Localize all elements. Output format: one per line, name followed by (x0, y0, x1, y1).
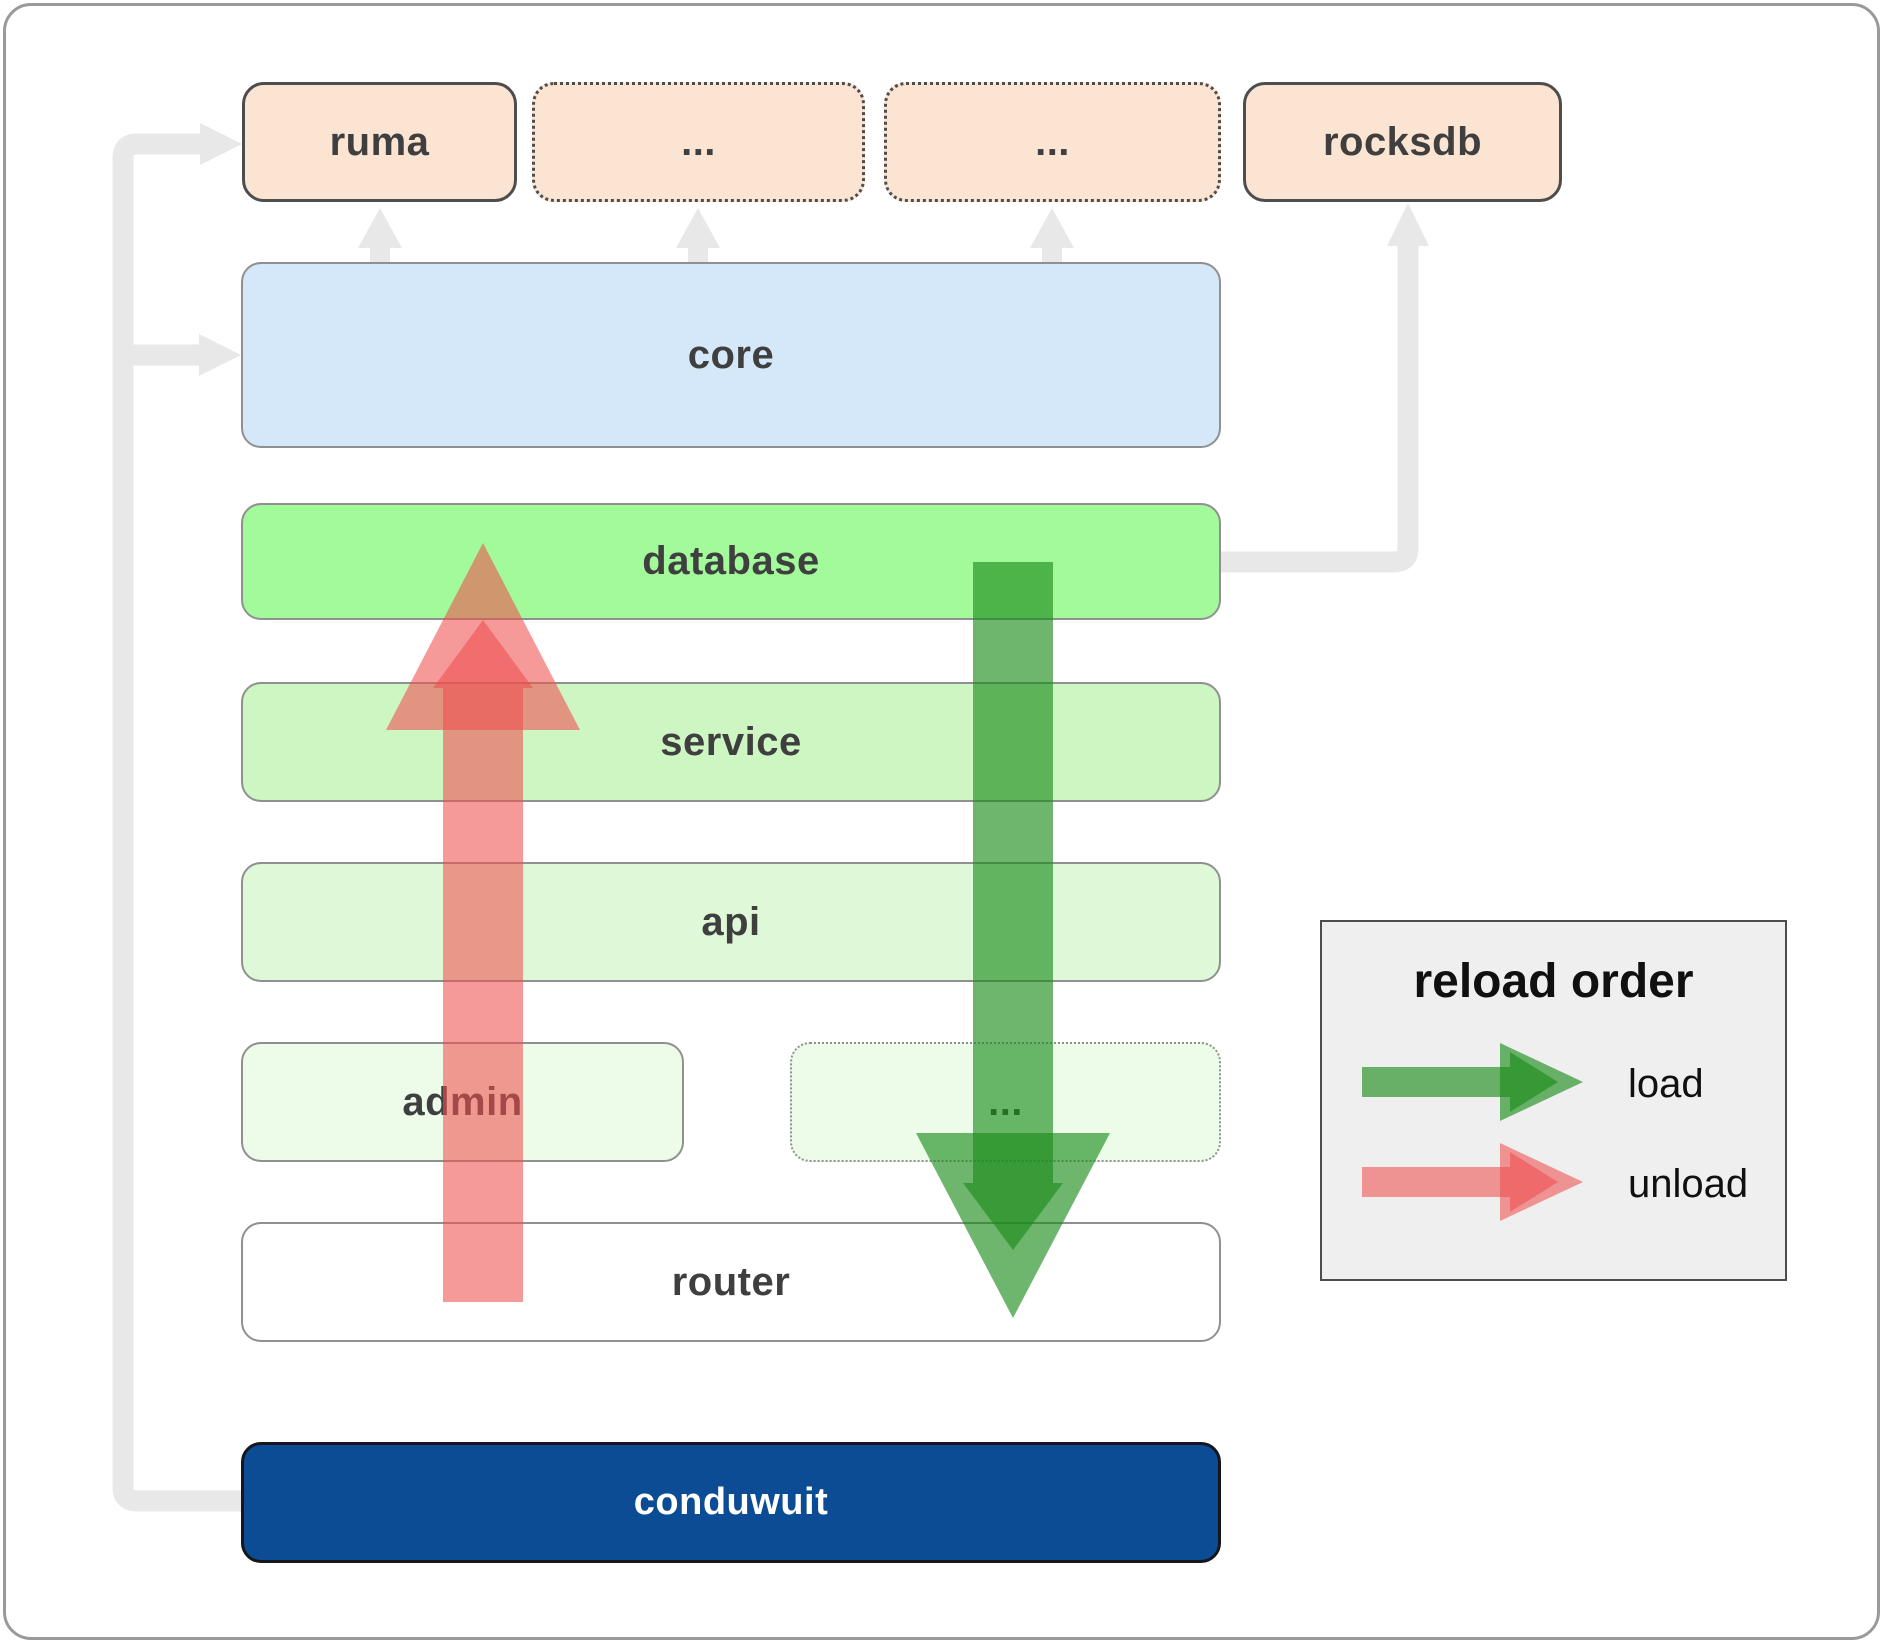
node-rocksdb: rocksdb (1243, 82, 1562, 202)
arrowhead-into-ruma-icon (200, 123, 242, 165)
node-router-label: router (671, 1259, 791, 1304)
node-ruma-label: ruma (329, 119, 430, 164)
node-admin-label: admin (402, 1079, 523, 1124)
arrow-core-to-dots-1-icon (676, 208, 720, 262)
node-ellipsis-top-1-label: ... (681, 119, 716, 164)
arrowhead-into-core-icon (199, 334, 241, 376)
node-conduwuit-label: conduwuit (633, 1481, 829, 1523)
legend-title: reload order (1413, 955, 1694, 1008)
node-ellipsis-top-2: ... (884, 82, 1221, 202)
legend-unload-label: unload (1628, 1161, 1749, 1206)
node-database: database (241, 503, 1221, 620)
node-service: service (241, 682, 1221, 802)
arrow-core-to-dots-2-icon (1030, 208, 1074, 262)
node-database-label: database (642, 539, 820, 583)
node-ellipsis-top-1: ... (532, 82, 865, 202)
arrow-core-to-ruma-icon (358, 208, 402, 262)
connector-database-to-rocksdb (1221, 246, 1419, 573)
node-api-label: api (701, 899, 761, 944)
node-service-label: service (660, 719, 802, 764)
node-admin: admin (241, 1042, 684, 1162)
node-router: router (241, 1222, 1221, 1342)
node-core-label: core (687, 332, 775, 377)
node-api: api (241, 862, 1221, 982)
legend: reload order load unload (1320, 920, 1787, 1281)
node-conduwuit: conduwuit (241, 1442, 1221, 1563)
arrowhead-into-rocksdb-icon (1387, 203, 1429, 246)
node-ellipsis-admin-row-label: ... (988, 1079, 1023, 1124)
outer-frame (3, 3, 1880, 1640)
legend-load-label: load (1628, 1061, 1704, 1106)
node-ellipsis-top-2-label: ... (1035, 119, 1070, 164)
node-rocksdb-label: rocksdb (1322, 119, 1483, 164)
node-core: core (241, 262, 1221, 448)
node-ellipsis-admin-row: ... (790, 1042, 1221, 1162)
node-ruma: ruma (242, 82, 517, 202)
connector-conduwuit-to-ruma (112, 133, 241, 1512)
